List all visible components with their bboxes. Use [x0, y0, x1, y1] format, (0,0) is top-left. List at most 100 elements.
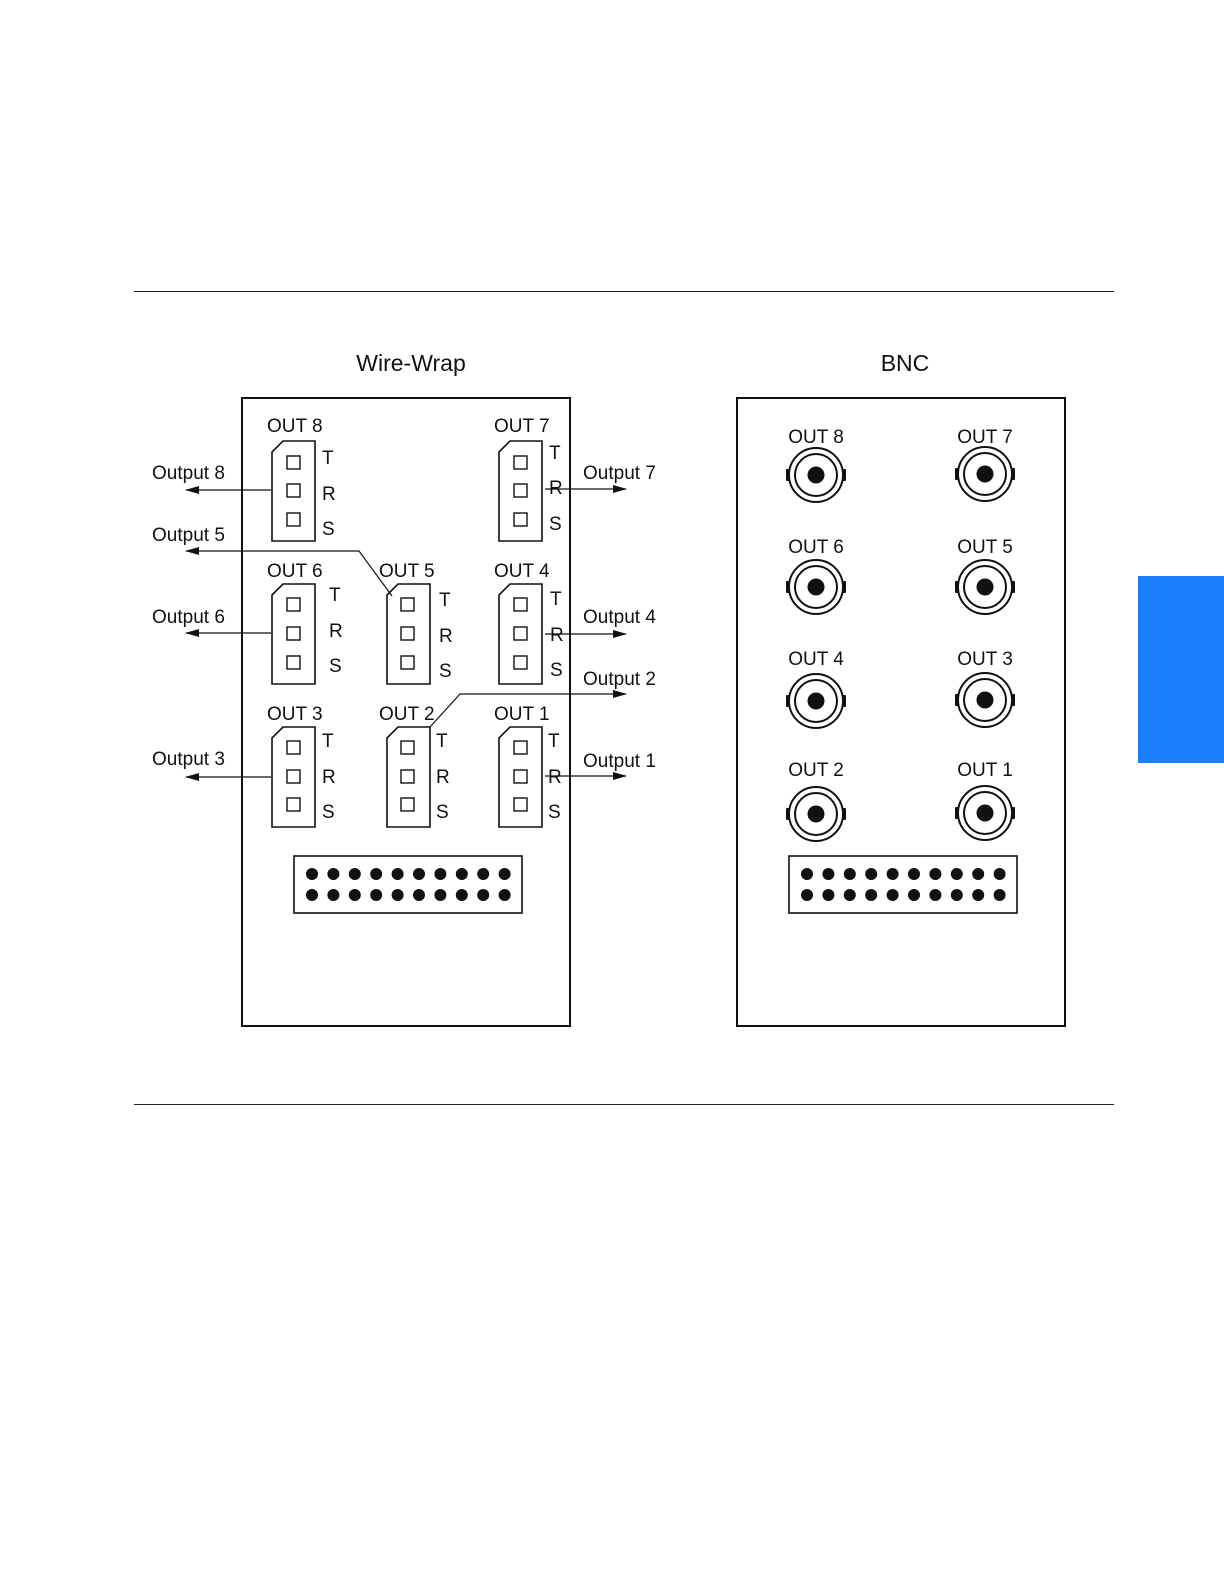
header-pin — [801, 868, 813, 880]
pin-label-s: S — [549, 514, 562, 535]
pin-label-r: R — [439, 626, 453, 647]
wirewrap-title: Wire-Wrap — [356, 350, 465, 376]
header-pin — [327, 889, 339, 901]
wirewrap-block-out-3: OUT 3 T R S — [267, 704, 336, 827]
block-label: OUT 6 — [267, 561, 323, 582]
wirewrap-block-out-6: OUT 6 T R S — [267, 561, 343, 684]
pin-label-t: T — [439, 590, 451, 611]
header-pin — [929, 889, 941, 901]
header-pin — [865, 889, 877, 901]
header-pin — [392, 889, 404, 901]
pin-socket — [514, 513, 527, 526]
pin-label-t: T — [549, 443, 561, 464]
header-pins — [801, 868, 1006, 901]
bnc-jack — [955, 786, 1015, 840]
bnc-label-out-5: OUT 5 — [957, 537, 1013, 558]
wirewrap-block-out-8: OUT 8 T R S — [267, 416, 336, 541]
header-pin — [434, 868, 446, 880]
pin-label-s: S — [548, 802, 561, 823]
bnc-jack-center-pin — [977, 579, 994, 596]
output-label-4: Output 4 — [583, 607, 656, 628]
bnc-jack-center-pin — [808, 693, 825, 710]
pin-socket — [401, 741, 414, 754]
pin-socket — [514, 456, 527, 469]
wirewrap-block-out-7: OUT 7 T R S — [494, 416, 563, 541]
pin-socket — [401, 598, 414, 611]
header-pin — [306, 889, 318, 901]
bnc-title: BNC — [881, 350, 930, 376]
header-pin — [908, 868, 920, 880]
pin-socket — [401, 656, 414, 669]
block-body — [272, 727, 315, 827]
header-pin — [865, 868, 877, 880]
pin-label-s: S — [322, 802, 335, 823]
block-label: OUT 2 — [379, 704, 435, 725]
output-label-8: Output 8 — [152, 463, 225, 484]
pin-socket — [287, 484, 300, 497]
header-pin — [349, 889, 361, 901]
header-pin — [972, 889, 984, 901]
bnc-jack-center-pin — [977, 805, 994, 822]
pin-socket — [514, 484, 527, 497]
pin-socket — [287, 456, 300, 469]
pin-socket — [287, 627, 300, 640]
wirewrap-block-out-1: OUT 1 T R S — [494, 704, 562, 827]
bnc-jack-center-pin — [808, 806, 825, 823]
pin-label-r: R — [322, 767, 336, 788]
wirewrap-block-out-5: OUT 5 T R S — [379, 561, 453, 684]
header-pin — [349, 868, 361, 880]
bnc-jack-center-pin — [977, 466, 994, 483]
bnc-jack — [786, 560, 846, 614]
pin-socket — [287, 513, 300, 526]
header-pin — [306, 868, 318, 880]
header-pin — [434, 889, 446, 901]
pin-label-s: S — [329, 656, 342, 677]
block-label: OUT 7 — [494, 416, 550, 437]
bnc-label-out-7: OUT 7 — [957, 427, 1013, 448]
header-pin — [994, 868, 1006, 880]
header-pin — [801, 889, 813, 901]
header-pin — [822, 868, 834, 880]
pin-socket — [401, 798, 414, 811]
header-pin — [327, 868, 339, 880]
bnc-label-out-3: OUT 3 — [957, 649, 1013, 670]
block-label: OUT 8 — [267, 416, 323, 437]
header-pin — [972, 868, 984, 880]
header-pin — [477, 889, 489, 901]
wirewrap-block-out-4: OUT 4 T R S — [494, 561, 564, 684]
bnc-label-out-4: OUT 4 — [788, 649, 844, 670]
header-pin — [887, 889, 899, 901]
pin-label-s: S — [439, 661, 452, 682]
pin-socket — [514, 770, 527, 783]
header-pin — [477, 868, 489, 880]
header-pin — [413, 868, 425, 880]
pin-socket — [514, 798, 527, 811]
wirewrap-block-out-2: OUT 2 T R S — [379, 704, 450, 827]
pin-label-t: T — [436, 731, 448, 752]
bnc-20-pin-header — [789, 856, 1017, 913]
bnc-jack — [786, 674, 846, 728]
pin-label-s: S — [322, 519, 335, 540]
output-label-7: Output 7 — [583, 463, 656, 484]
header-pin — [499, 868, 511, 880]
pin-label-t: T — [548, 731, 560, 752]
bnc-jack — [786, 787, 846, 841]
output-label-1: Output 1 — [583, 751, 656, 772]
header-pin — [370, 889, 382, 901]
pin-label-r: R — [550, 625, 564, 646]
bnc-panel-frame — [737, 398, 1065, 1026]
pin-socket — [514, 598, 527, 611]
pin-socket — [287, 770, 300, 783]
block-label: OUT 5 — [379, 561, 435, 582]
header-frame — [294, 856, 522, 913]
pin-label-r: R — [322, 484, 336, 505]
output-label-2: Output 2 — [583, 669, 656, 690]
wirewrap-20-pin-header — [294, 856, 522, 913]
pin-socket — [287, 798, 300, 811]
pin-label-s: S — [436, 802, 449, 823]
header-pin — [844, 868, 856, 880]
header-pin — [456, 889, 468, 901]
bnc-jack-center-pin — [977, 692, 994, 709]
header-pin — [908, 889, 920, 901]
bnc-jack-center-pin — [808, 579, 825, 596]
